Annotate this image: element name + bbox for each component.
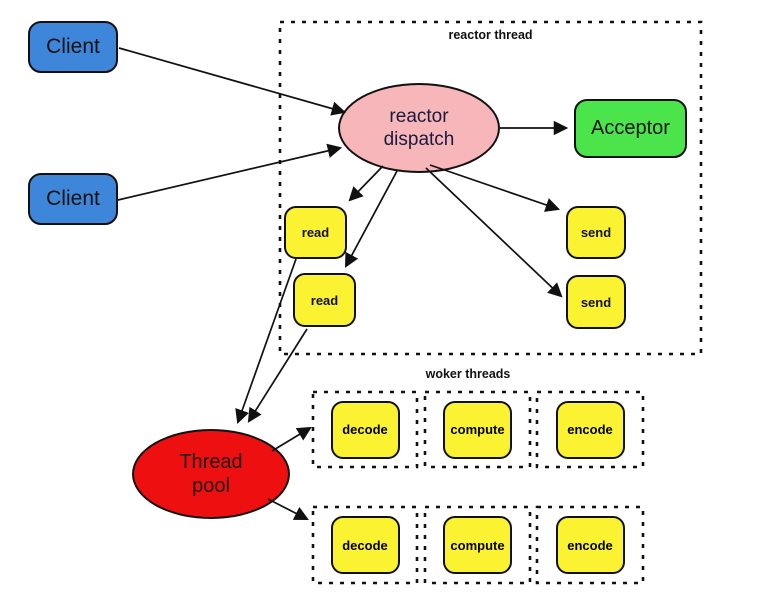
reactor-dispatch-ellipse: reactor dispatch (338, 83, 500, 173)
arrow-pool-to-worker-row1 (271, 426, 312, 452)
send-label: send (580, 294, 612, 310)
compute-node: compute (443, 516, 512, 574)
thread-pool-ellipse: Thread pool (132, 429, 290, 519)
acceptor-node: Acceptor (574, 99, 687, 158)
worker-task-label: decode (342, 422, 388, 437)
arrow-client2-to-dispatch (117, 143, 343, 201)
arrow-read1-to-pool (235, 258, 297, 425)
read-node-1: read (284, 206, 347, 259)
client-node-1: Client (28, 21, 118, 73)
worker-cell: encode (537, 507, 643, 583)
worker-cell: decode (313, 392, 417, 467)
arrow-dispatch-to-send1 (429, 164, 561, 212)
read-label: read (310, 292, 339, 308)
client-node-2: Client (28, 173, 118, 225)
compute-node: compute (443, 400, 512, 459)
read-label: read (301, 225, 330, 240)
worker-cell: compute (425, 507, 530, 583)
arrow-client1-to-dispatch (118, 47, 347, 116)
worker-threads-title: woker threads (425, 367, 511, 381)
reactor-thread-title: reactor thread (448, 28, 533, 42)
worker-task-label: compute (450, 537, 505, 553)
encode-node: encode (555, 516, 625, 574)
worker-task-label: decode (342, 537, 388, 553)
worker-task-label: encode (567, 537, 613, 553)
decode-node: decode (330, 400, 400, 459)
arrow-pool-to-worker-row2 (267, 498, 309, 520)
worker-cell: encode (537, 392, 643, 467)
send-label: send (580, 225, 612, 240)
client-label: Client (46, 35, 100, 58)
acceptor-label: Acceptor (591, 117, 670, 139)
send-node-1: send (566, 206, 626, 259)
worker-task-label: compute (450, 422, 505, 437)
arrow-dispatch-to-read2 (344, 170, 398, 268)
worker-task-label: encode (567, 422, 613, 437)
thread-pool-label-line1: Thread (179, 450, 243, 473)
decode-node: decode (330, 516, 400, 574)
dispatch-label-line2: dispatch (383, 129, 455, 150)
worker-cell: decode (313, 507, 417, 583)
thread-pool-label-line2: pool (192, 475, 230, 497)
dispatch-label-line1: reactor (389, 105, 449, 127)
read-node-2: read (293, 273, 356, 327)
arrow-dispatch-to-read1 (348, 165, 384, 202)
arrow-dispatch-to-send2 (425, 167, 563, 298)
worker-cell: compute (425, 392, 530, 467)
client-label: Client (46, 187, 100, 210)
send-node-2: send (566, 275, 626, 329)
encode-node: encode (555, 400, 625, 459)
